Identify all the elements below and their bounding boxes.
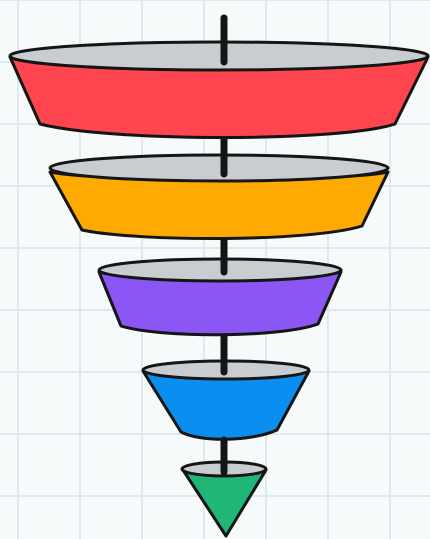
funnel-stage-1-rim	[10, 42, 428, 70]
funnel-stage-2	[50, 155, 388, 239]
funnel-stage-3	[99, 259, 341, 335]
funnel-stage-2-rim	[50, 155, 388, 181]
funnel-stage-1	[10, 42, 428, 138]
funnel-stage-3-rim	[99, 259, 341, 281]
